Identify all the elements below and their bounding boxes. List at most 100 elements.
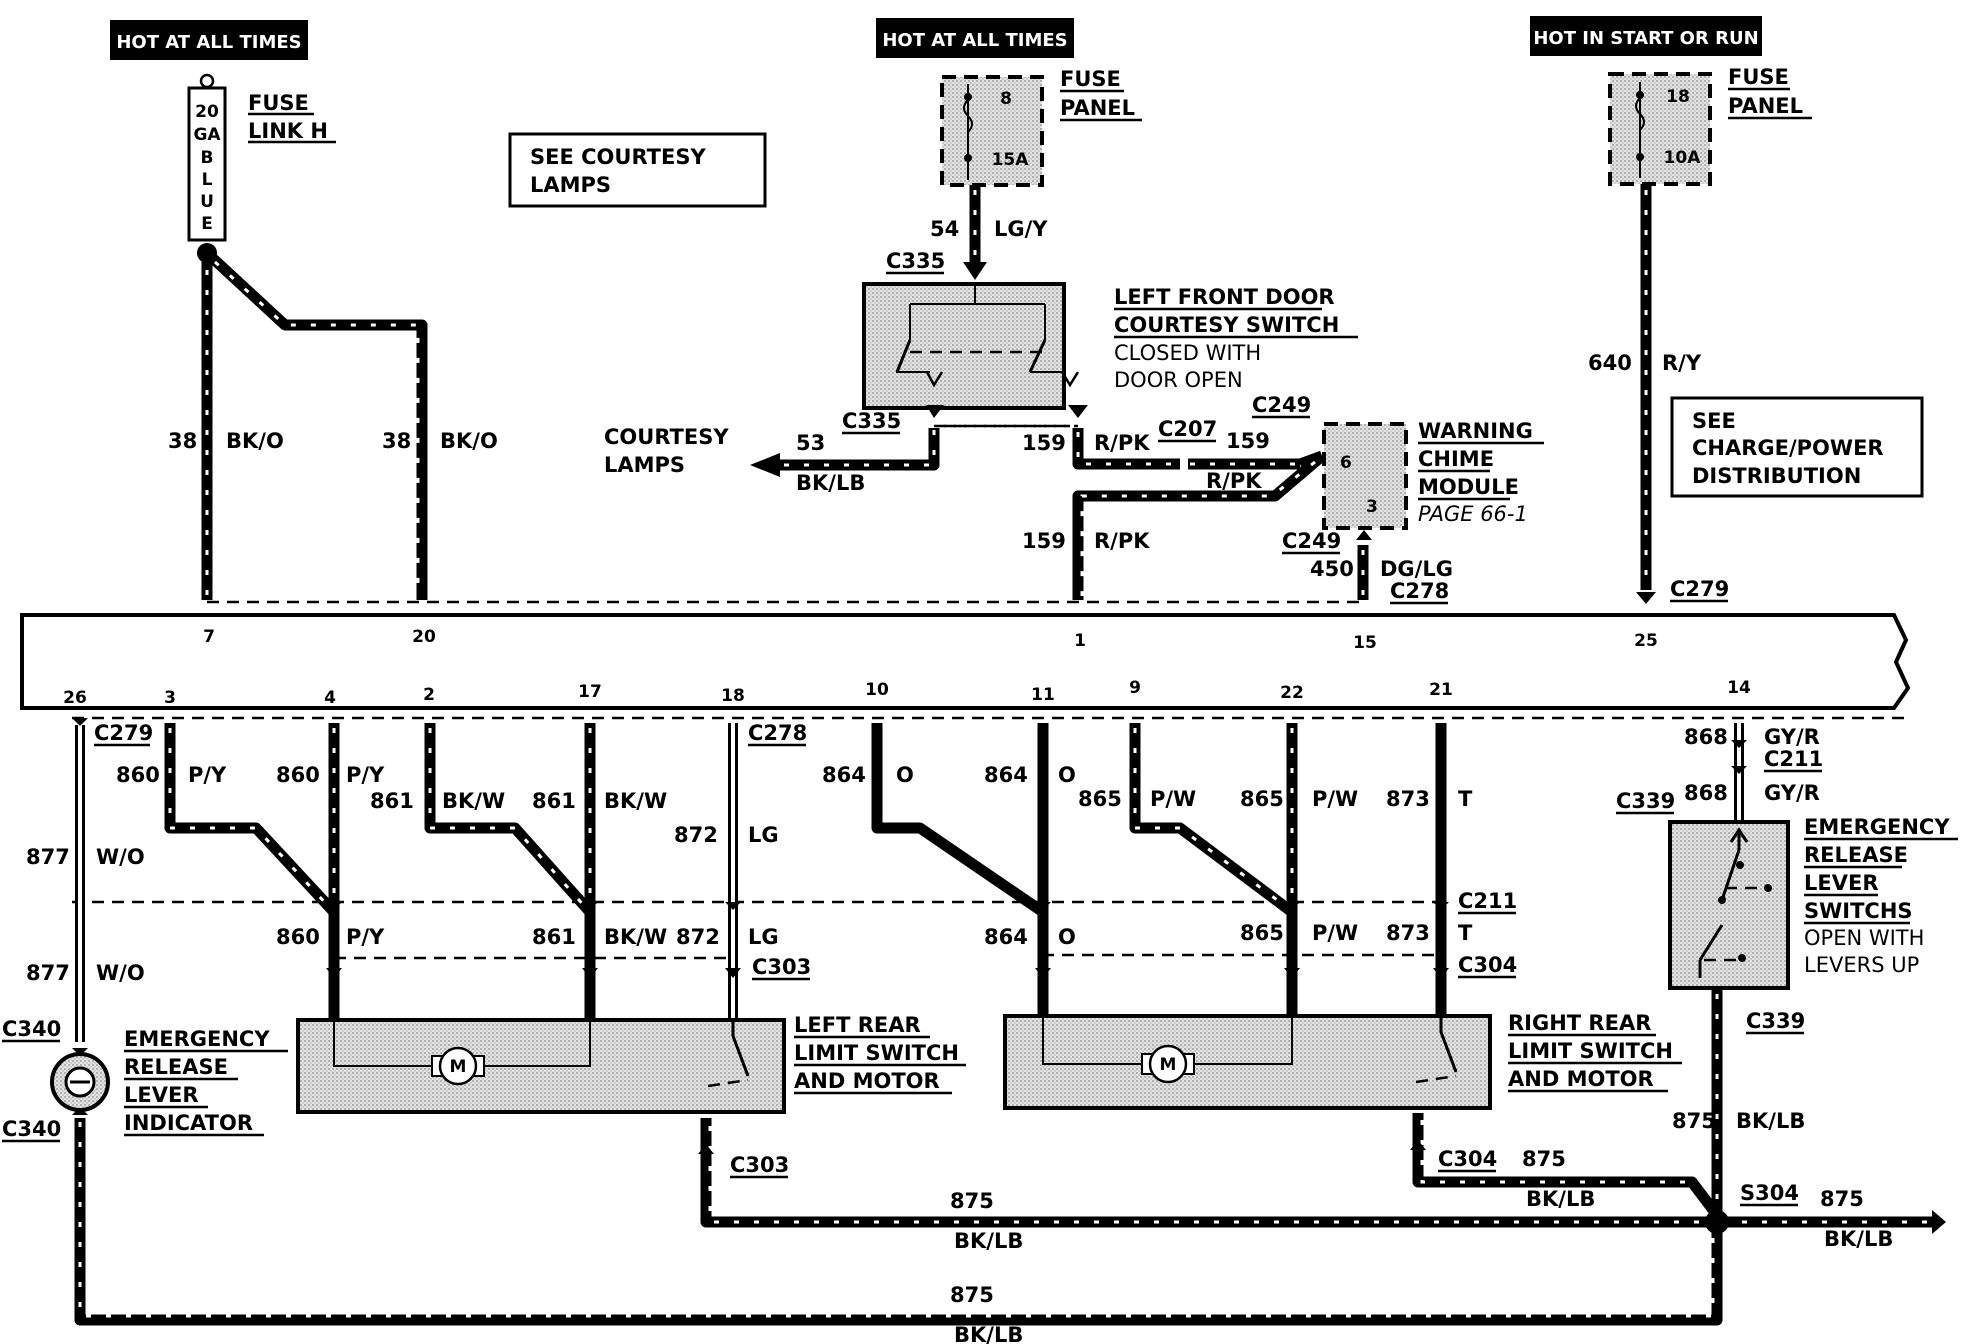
svg-text:17: 17 — [578, 682, 602, 702]
svg-text:873: 873 — [1386, 787, 1430, 811]
svg-text:C279: C279 — [1670, 577, 1729, 601]
svg-text:C249: C249 — [1252, 393, 1311, 417]
svg-text:159: 159 — [1022, 529, 1066, 553]
svg-text:C340: C340 — [2, 1117, 61, 1141]
svg-text:FUSE: FUSE — [1728, 65, 1789, 89]
svg-text:18: 18 — [1666, 87, 1690, 107]
svg-text:T: T — [1458, 921, 1473, 945]
svg-text:C304: C304 — [1438, 1147, 1497, 1171]
svg-text:P/Y: P/Y — [188, 763, 227, 787]
right-rear-limit-switch-motor: M RIGHT REAR LIMIT SWITCH AND MOTOR — [1003, 1011, 1682, 1110]
fuse-panel-mid: 8 15A FUSE PANEL — [940, 67, 1142, 187]
svg-text:INDICATOR: INDICATOR — [124, 1111, 253, 1135]
svg-text:BK/LB: BK/LB — [1824, 1227, 1893, 1251]
svg-text:C335: C335 — [886, 249, 945, 273]
svg-text:C211: C211 — [1458, 889, 1517, 913]
svg-text:6: 6 — [1340, 453, 1352, 473]
svg-text:868: 868 — [1684, 781, 1728, 805]
svg-text:25: 25 — [1634, 631, 1658, 651]
svg-text:640: 640 — [1588, 351, 1632, 375]
svg-text:PANEL: PANEL — [1728, 94, 1803, 118]
svg-text:M: M — [1160, 1055, 1177, 1075]
svg-text:877: 877 — [26, 845, 70, 869]
svg-text:10: 10 — [865, 680, 889, 700]
connector-labels: C335 C335 C207 C249 C249 C278 C279 C279 … — [2, 249, 1823, 1207]
svg-text:CHIME: CHIME — [1418, 447, 1494, 471]
svg-text:864: 864 — [984, 763, 1028, 787]
svg-text:10A: 10A — [1664, 148, 1702, 168]
svg-text:875: 875 — [1522, 1147, 1566, 1171]
svg-text:C278: C278 — [1390, 579, 1449, 603]
svg-text:LEFT REAR: LEFT REAR — [794, 1013, 921, 1037]
svg-text:BK/O: BK/O — [440, 429, 498, 453]
fuse-panel-right: 18 10A FUSE PANEL — [1608, 65, 1812, 186]
svg-text:P/Y: P/Y — [346, 925, 385, 949]
svg-text:877: 877 — [26, 961, 70, 985]
power-tag-left: HOT AT ALL TIMES — [110, 20, 308, 60]
svg-text:861: 861 — [532, 789, 576, 813]
svg-text:875: 875 — [1672, 1109, 1716, 1133]
svg-text:861: 861 — [370, 789, 414, 813]
svg-text:LAMPS: LAMPS — [530, 173, 611, 197]
svg-text:LEVERS UP: LEVERS UP — [1804, 953, 1919, 977]
svg-text:BK/LB: BK/LB — [796, 471, 865, 495]
power-tag-mid: HOT AT ALL TIMES — [876, 18, 1074, 58]
wire-labels: 38 BK/O 38 BK/O 54 LG/Y 53 BK/LB 159 R/P… — [26, 217, 1893, 1344]
svg-text:P/Y: P/Y — [346, 763, 385, 787]
svg-text:CLOSED WITH: CLOSED WITH — [1114, 341, 1261, 365]
svg-text:C211: C211 — [1764, 747, 1823, 771]
svg-text:COURTESY: COURTESY — [604, 425, 729, 449]
svg-text:864: 864 — [984, 925, 1028, 949]
svg-text:C303: C303 — [730, 1153, 789, 1177]
svg-text:11: 11 — [1031, 685, 1055, 705]
svg-text:FUSE: FUSE — [248, 91, 309, 115]
svg-text:COURTESY SWITCH: COURTESY SWITCH — [1114, 313, 1339, 337]
svg-text:159: 159 — [1226, 429, 1270, 453]
svg-text:PAGE 66-1: PAGE 66-1 — [1418, 502, 1528, 526]
svg-text:LIMIT SWITCH: LIMIT SWITCH — [794, 1041, 959, 1065]
svg-text:1: 1 — [1074, 631, 1086, 651]
svg-text:868: 868 — [1684, 725, 1728, 749]
svg-text:HOT AT ALL TIMES: HOT AT ALL TIMES — [882, 30, 1067, 51]
svg-text:SEE: SEE — [1692, 409, 1736, 433]
svg-text:LG: LG — [748, 823, 779, 847]
svg-text:7: 7 — [203, 627, 215, 647]
svg-text:LIMIT SWITCH: LIMIT SWITCH — [1508, 1039, 1673, 1063]
svg-text:860: 860 — [276, 925, 320, 949]
svg-text:8: 8 — [1000, 89, 1012, 109]
svg-text:EMERGENCY: EMERGENCY — [1804, 815, 1950, 839]
upper-wires — [201, 184, 1656, 604]
svg-text:LAMPS: LAMPS — [604, 453, 685, 477]
svg-text:O: O — [896, 763, 914, 787]
svg-text:3: 3 — [1366, 497, 1378, 517]
svg-text:C340: C340 — [2, 1017, 61, 1041]
svg-text:872: 872 — [674, 823, 718, 847]
svg-text:BK/W: BK/W — [442, 789, 505, 813]
svg-text:9: 9 — [1129, 678, 1141, 698]
svg-text:P/W: P/W — [1312, 787, 1358, 811]
svg-text:865: 865 — [1240, 921, 1284, 945]
svg-text:MODULE: MODULE — [1418, 475, 1519, 499]
svg-text:LG/Y: LG/Y — [994, 217, 1048, 241]
svg-text:WARNING: WARNING — [1418, 419, 1533, 443]
svg-text:875: 875 — [1820, 1187, 1864, 1211]
svg-text:2: 2 — [423, 685, 435, 705]
svg-text:BK/W: BK/W — [604, 789, 667, 813]
svg-text:C339: C339 — [1616, 789, 1675, 813]
svg-text:C304: C304 — [1458, 953, 1517, 977]
svg-text:R/PK: R/PK — [1094, 529, 1150, 553]
svg-text:L: L — [202, 170, 213, 190]
power-tag-right: HOT IN START OR RUN — [1530, 16, 1762, 56]
svg-text:26: 26 — [63, 688, 87, 708]
svg-text:T: T — [1458, 787, 1473, 811]
svg-text:865: 865 — [1240, 787, 1284, 811]
svg-text:FUSE: FUSE — [1060, 67, 1121, 91]
svg-text:872: 872 — [676, 925, 720, 949]
svg-text:SWITCHS: SWITCHS — [1804, 899, 1913, 923]
svg-text:GA: GA — [193, 125, 221, 145]
svg-text:LEVER: LEVER — [1804, 871, 1879, 895]
fuse-link-h: 20 GA B L U E FUSE LINK H — [187, 73, 336, 263]
svg-text:4: 4 — [324, 688, 336, 708]
svg-text:450: 450 — [1310, 557, 1354, 581]
